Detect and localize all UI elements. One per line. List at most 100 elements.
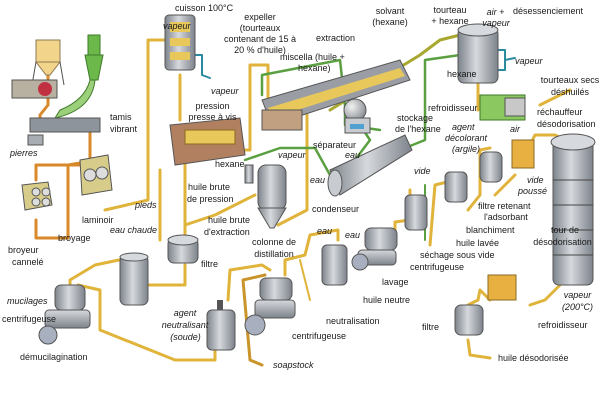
pipe-steam-desolv [497,49,516,71]
pipe-filtre-rechauf [493,173,517,197]
pipe-expeller [243,63,270,152]
label-filtre-1: filtre [201,259,219,269]
label-adsorbant: l'adsorbant [484,212,528,222]
label-miscella-2: hexane) [298,63,331,73]
label-agent-neutr-2: neutralisant [161,320,209,330]
flaking-mill-icon [79,154,113,196]
label-vapeur-200: vapeur [563,290,592,300]
label-tour-2: désodorisation [533,237,592,247]
separator-icon [344,117,371,134]
label-extraction: extraction [316,33,356,43]
extractor-icon [261,59,411,131]
label-eau-lavage-1: eau [317,226,333,236]
pipe-hexane-4 [243,146,332,177]
label-presse-a-vis: presse à vis [188,112,237,122]
screw-press-icon [169,117,246,166]
label-eau-lavage-2: eau [345,230,361,240]
label-colonne: colonne de [251,237,297,247]
pipe-demuc-neutr [76,283,217,362]
label-huile-brute-pression-2: de pression [187,194,234,204]
label-air-vapeur: air + [486,7,505,17]
label-expeller-4: 20 % d'huile) [234,45,286,55]
crusher-icon [11,79,58,99]
heater-icon [511,139,535,169]
label-tamis: tamis [110,112,132,122]
label-condenseur: condenseur [312,204,360,214]
neutral-oil-tank [321,244,348,286]
label-vapeur-200-2: (200°C) [561,302,594,312]
label-eau-chaude: eau chaude [110,225,158,235]
pipe-tour-refroid [528,283,562,307]
label-expeller-2: (tourteaux [239,23,281,33]
bleaching-tank [444,171,468,203]
pipe-seed-4 [103,38,182,212]
vacuum-drying-tank [404,194,428,231]
pipe-extract-oil [183,193,257,227]
label-vapeur-cuiseur-out: vapeur [211,86,239,96]
label-broyage: broyage [58,233,91,243]
label-centrifugeuse-demuc: centrifugeuse [2,314,57,324]
label-hexane-desolv: hexane [447,69,477,79]
label-expeller: expeller [244,12,276,22]
label-pierres: pierres [10,148,38,158]
label-stockage-2: de l'hexane [395,124,441,134]
label-tourteau: tourteau [433,5,467,15]
pipe-centri-neutre [283,228,340,277]
label-air: air [510,124,521,134]
silo-icon [31,39,65,86]
label-solvant: solvant [375,6,405,16]
label-desessenciement: désessenciement [513,6,584,16]
vibrating-sieve-icon [27,117,101,146]
pipe-dryer-out [538,88,572,107]
label-mucilages: mucilages [7,296,48,306]
label-agent-decol-2: décolorant [445,133,488,143]
label-huile-neutre: huile neutre [363,295,411,305]
label-vapeur-distill: vapeur [278,150,306,160]
label-centrifugeuse-lavage: centrifugeuse [410,262,465,272]
label-stockage: stockage [397,113,434,123]
label-huile-brute-extraction-2: d'extraction [204,227,250,237]
pipe-steam-cooker [194,54,211,79]
cyclone-icon [53,34,104,119]
dryer-cooler-icon [479,94,526,121]
label-deshuiles: déshuilés [550,87,590,97]
label-hexane-distill: hexane [215,159,245,169]
filter-tank-1 [167,234,199,264]
pipe-hexane-3 [398,53,462,152]
pipe-tank-demuc [68,255,135,287]
label-pression: pression [195,101,230,111]
label-expeller-3: contenant de 15 à [223,34,297,44]
label-blanchiment: blanchiment [466,225,515,235]
desolventizer-icon [457,23,499,84]
crude-oil-tank [119,252,149,306]
pipe-neutr-centri [226,263,272,302]
label-agent-decol: agent [452,122,475,132]
grooved-crusher-icon [21,181,53,211]
label-vapeur-cuiseur: vapeur [163,21,191,31]
final-filter [454,304,484,336]
label-huile-lavee: huile lavée [456,238,500,248]
label-lavage: lavage [382,277,409,287]
label-sechage: séchage sous vide [420,250,495,260]
adsorbent-filter [479,151,503,183]
pipe-neutre-lavage [299,259,311,301]
label-filtre-2: filtre [422,322,440,332]
label-pousse: poussé [518,186,548,196]
label-huile-brute-extraction: huile brute [208,215,251,225]
label-vibrant: vibrant [110,124,138,134]
label-agent-neutr: agent [173,308,197,318]
label-solvant-2: (hexane) [372,17,408,27]
label-tourteau-hexane: + hexane [431,16,469,26]
degumming-centrifuge [38,284,91,345]
neutralisation-tank [206,300,236,351]
label-separateur: séparateur [313,140,357,150]
label-huile-brute-pression: huile brute [188,182,231,192]
label-rechauffeur: réchauffeur [537,107,583,117]
neutralisation-centrifuge [244,277,296,336]
deodorisation-tower [550,133,596,286]
label-cannele: cannelé [12,257,44,267]
label-pieds: pieds [135,200,157,210]
label-laminoir: laminoir [82,215,114,225]
label-soapstock: soapstock [273,360,314,370]
